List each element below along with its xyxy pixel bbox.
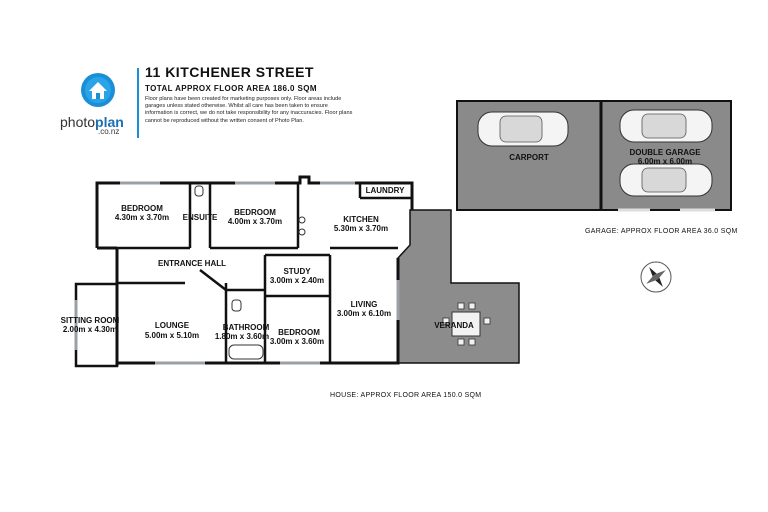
dims-bedroom2: 4.00m x 3.70m <box>228 217 282 226</box>
dims-kitchen: 5.30m x 3.70m <box>334 224 388 233</box>
label-entrance-hall: ENTRANCE HALL <box>158 259 226 268</box>
car-garage-1-icon <box>619 109 713 143</box>
hob-icon <box>298 216 306 224</box>
label-veranda: VERANDA <box>434 321 474 330</box>
brand-domain: .co.nz <box>98 127 120 136</box>
label-bedroom3: BEDROOM <box>278 328 320 337</box>
label-ensuite: ENSUITE <box>183 213 218 222</box>
car-garage-2-icon <box>619 163 713 197</box>
compass-rose-icon <box>640 261 672 293</box>
dims-bedroom1: 4.30m x 3.70m <box>115 213 169 222</box>
dims-bedroom3: 3.00m x 3.60m <box>270 337 324 346</box>
label-living: LIVING <box>351 300 378 309</box>
house-floor-area: HOUSE: APPROX FLOOR AREA 150.0 SQM <box>330 392 482 399</box>
label-bedroom2: BEDROOM <box>234 208 276 217</box>
label-kitchen: KITCHEN <box>343 215 379 224</box>
car-carport-icon <box>477 111 569 147</box>
toilet-icon <box>194 185 204 197</box>
label-lounge: LOUNGE <box>155 321 190 330</box>
garage-block <box>456 100 732 212</box>
label-carport: CARPORT <box>509 153 549 162</box>
label-double-garage: DOUBLE GARAGE <box>629 148 701 157</box>
windows <box>120 181 400 365</box>
outdoor-table-icon <box>442 302 491 346</box>
disclaimer-text: Floor plans have been created for market… <box>145 96 353 124</box>
property-address: 11 KITCHENER STREET <box>145 64 314 80</box>
dims-bathroom: 1.80m x 3.60m <box>215 332 269 341</box>
garage-floor-area: GARAGE: APPROX FLOOR AREA 36.0 SQM <box>585 228 738 235</box>
dims-sitting-room: 2.00m x 4.30m <box>63 325 117 334</box>
toilet-2-icon <box>231 299 242 312</box>
veranda-deck <box>397 209 520 364</box>
photoplan-logo-icon <box>81 73 115 107</box>
label-bedroom1: BEDROOM <box>121 204 163 213</box>
dims-double-garage: 6.00m x 6.00m <box>638 157 692 166</box>
label-sitting-room: SITTING ROOM <box>61 316 120 325</box>
header-divider <box>137 68 139 138</box>
bath-icon <box>228 344 264 360</box>
label-study: STUDY <box>283 267 311 276</box>
sitting-room-walls <box>74 282 119 368</box>
dims-study: 3.00m x 2.40m <box>270 276 324 285</box>
total-floor-area: TOTAL APPROX FLOOR AREA 186.0 SQM <box>145 84 317 93</box>
brand-name: photoplan <box>60 114 124 130</box>
label-laundry: LAUNDRY <box>366 186 405 195</box>
dims-lounge: 5.00m x 5.10m <box>145 331 199 340</box>
label-bathroom: BATHROOM <box>223 323 270 332</box>
dims-living: 3.00m x 6.10m <box>337 309 391 318</box>
